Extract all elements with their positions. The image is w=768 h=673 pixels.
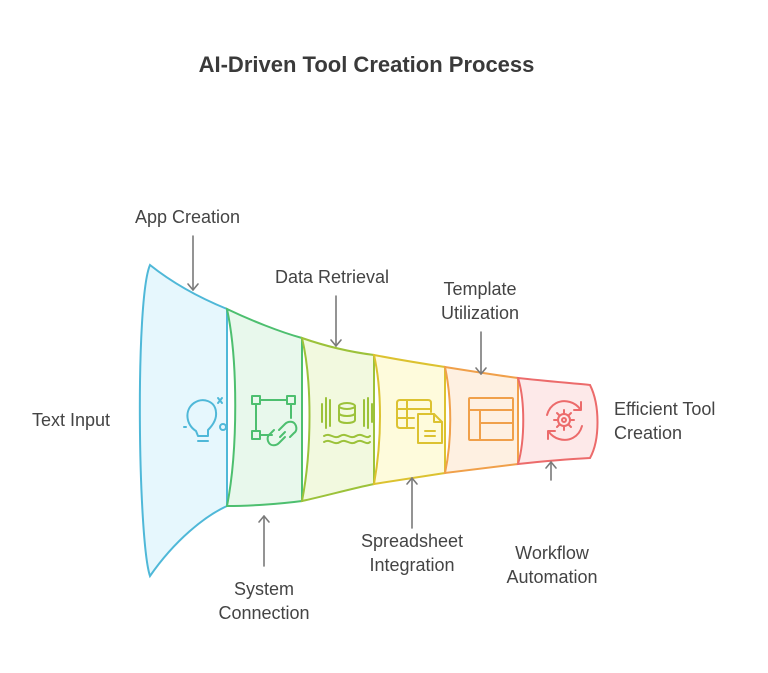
arrow-app-creation xyxy=(187,235,199,291)
arrow-spreadsheet-integration xyxy=(406,477,418,529)
stage-app-creation xyxy=(225,307,303,508)
label-data-retrieval: Data Retrieval xyxy=(275,267,390,287)
arrow-template-utilization xyxy=(475,331,487,375)
label-efficient-tool-creation-line1: Efficient Tool xyxy=(614,399,716,419)
database-icon xyxy=(321,397,373,445)
label-system-connection-line2: Connection xyxy=(218,603,310,623)
label-spreadsheet-integration: Spreadsheet Integration xyxy=(340,529,484,577)
connection-icon xyxy=(251,395,298,447)
diagram-title: AI-Driven Tool Creation Process xyxy=(198,52,535,77)
label-workflow-automation-line1: Workflow xyxy=(515,543,589,563)
label-app-creation: App Creation xyxy=(135,207,241,227)
label-spreadsheet-integration-line2: Integration xyxy=(369,555,455,575)
label-text-input: Text Input xyxy=(32,410,111,430)
label-workflow-automation: Workflow Automation xyxy=(492,541,612,589)
label-template-utilization-line1: Template xyxy=(443,279,517,299)
label-template-utilization: Template Utilization xyxy=(420,277,540,325)
stage-text-input xyxy=(138,263,228,579)
label-efficient-tool-creation: Efficient Tool Creation xyxy=(614,397,715,445)
label-workflow-automation-line2: Automation xyxy=(506,567,598,587)
label-system-connection-line1: System xyxy=(233,579,294,599)
label-spreadsheet-integration-line1: Spreadsheet xyxy=(360,531,464,551)
label-system-connection: System Connection xyxy=(204,577,324,625)
arrow-system-connection xyxy=(258,515,270,567)
lightbulb-icon xyxy=(183,397,227,442)
spreadsheet-icon xyxy=(396,399,443,444)
arrow-workflow-automation xyxy=(545,461,557,481)
label-efficient-tool-creation-line2: Creation xyxy=(614,423,683,443)
label-template-utilization-line2: Utilization xyxy=(440,303,520,323)
stage-template-utilization xyxy=(443,365,519,475)
arrow-data-retrieval xyxy=(330,295,342,347)
template-icon xyxy=(468,397,514,441)
callout-arrows xyxy=(187,235,557,567)
gear-cycle-icon xyxy=(546,400,583,441)
stage-spreadsheet-integration xyxy=(372,353,446,486)
